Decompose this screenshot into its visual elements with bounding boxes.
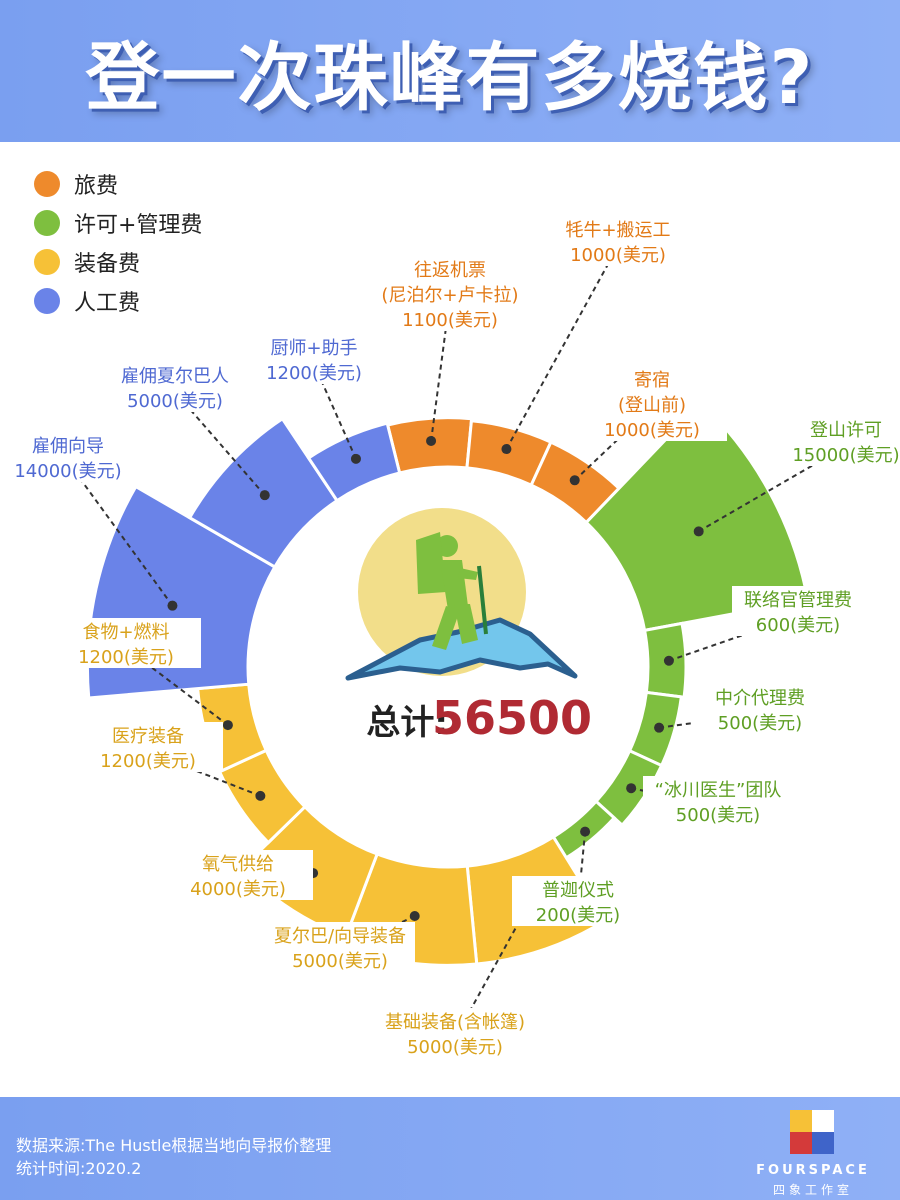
hiker-illustration	[345, 508, 578, 681]
legend-item-equipment: 装备费	[34, 242, 202, 281]
footer-banner	[0, 1097, 900, 1200]
label-background	[100, 362, 250, 412]
segment-label: 1200(美元)	[100, 751, 196, 772]
label-background	[163, 850, 313, 900]
segment-label: 食物+燃料	[82, 622, 169, 643]
leader-line	[125, 647, 229, 726]
foursquare-logo-icon	[790, 1110, 834, 1154]
label-background	[371, 1008, 539, 1058]
legend-label: 旅费	[74, 173, 119, 199]
header-banner	[0, 0, 900, 142]
segment-label: 登山许可	[810, 420, 882, 441]
segment-label: 5000(美元)	[127, 391, 223, 412]
label-background	[239, 334, 389, 384]
logo-subtitle: 四象工作室	[772, 1183, 853, 1197]
segment-label: 5000(美元)	[292, 951, 388, 972]
leader-line	[174, 391, 266, 496]
legend-dot-icon	[34, 209, 60, 236]
label-background	[643, 776, 793, 826]
label-background	[732, 586, 864, 636]
segment-label: 1200(美元)	[266, 363, 362, 384]
segment-label: 1200(美元)	[78, 647, 174, 668]
segment-label: 200(美元)	[536, 905, 620, 926]
label-background	[73, 722, 223, 772]
label-background	[694, 684, 826, 734]
segment-label: 15000(美元)	[792, 445, 899, 466]
label-background	[51, 618, 201, 668]
segment-label: 普迦仪式	[542, 880, 614, 901]
segment-label: 牦牛+搬运工	[565, 220, 670, 241]
legend-label: 人工费	[74, 290, 141, 316]
segment-label: 医疗装备	[112, 726, 184, 747]
segment-label: 500(美元)	[676, 805, 760, 826]
segment-label: 往返机票	[414, 260, 486, 281]
segment-label: “冰川医生”团队	[655, 780, 782, 801]
segment-label: (登山前)	[618, 395, 686, 416]
logo-wordmark: FOURSPACE	[756, 1163, 870, 1178]
segment-label: 1000(美元)	[604, 420, 700, 441]
segment-label: 500(美元)	[718, 713, 802, 734]
leader-line	[698, 445, 847, 533]
segment-label: 夏尔巴/向导装备	[274, 926, 406, 947]
label-background	[0, 432, 152, 482]
page-title: 登一次珠峰有多烧钱?	[85, 35, 815, 121]
total-value: 56500	[432, 691, 592, 745]
label-background	[543, 216, 693, 266]
segment-label: 5000(美元)	[407, 1037, 503, 1058]
label-background	[762, 416, 900, 466]
segment-label: 寄宿	[634, 370, 670, 391]
label-background	[265, 922, 415, 972]
label-background	[366, 256, 534, 331]
segment-label: 雇佣夏尔巴人	[121, 366, 229, 387]
legend-item-travel: 旅费	[34, 164, 202, 203]
leader-line	[668, 615, 799, 662]
legend: 旅费 许可+管理费 装备费 人工费	[34, 164, 202, 320]
segment-label: 1100(美元)	[402, 310, 498, 331]
hiker-icon	[416, 532, 478, 650]
leader-line	[505, 245, 619, 450]
segment-label: 14000(美元)	[14, 461, 121, 482]
chart-labels: 往返机票 (尼泊尔+卢卡拉) 1100(美元) 牦牛+搬运工 1000(美元) 寄宿 (登山…	[0, 216, 900, 1058]
segment-label: 联络官管理费	[744, 590, 852, 611]
leader-line	[67, 461, 174, 607]
segment-label: 氧气供给	[202, 854, 274, 875]
chart-sectors	[85, 400, 810, 967]
leader-line	[577, 831, 587, 907]
legend-dot-icon	[34, 170, 60, 197]
segment-label: 4000(美元)	[190, 879, 286, 900]
segment-label: 600(美元)	[756, 615, 840, 636]
pie-sector	[584, 400, 810, 633]
label-background	[512, 876, 644, 926]
segment-label: (尼泊尔+卢卡拉)	[381, 285, 518, 306]
legend-label: 许可+管理费	[74, 212, 203, 238]
legend-dot-icon	[34, 248, 60, 275]
legend-dot-icon	[34, 287, 60, 314]
legend-item-labor: 人工费	[34, 281, 202, 320]
leader-line	[339, 915, 416, 953]
total-label: 总计:	[366, 703, 448, 743]
data-source-note: 数据来源:The Hustle根据当地向导报价整理	[16, 1136, 332, 1155]
legend-item-permit: 许可+管理费	[34, 203, 202, 242]
segment-label: 厨师+助手	[270, 338, 357, 359]
segment-label: 中介代理费	[715, 688, 805, 709]
segment-label: 1000(美元)	[570, 245, 666, 266]
segment-label: 雇佣向导	[32, 436, 104, 457]
label-background	[577, 366, 727, 441]
legend-label: 装备费	[74, 251, 141, 277]
stat-time-note: 统计时间:2020.2	[16, 1159, 142, 1178]
segment-label: 基础装备(含帐篷)	[385, 1012, 525, 1033]
trekking-pole-icon	[477, 565, 488, 635]
